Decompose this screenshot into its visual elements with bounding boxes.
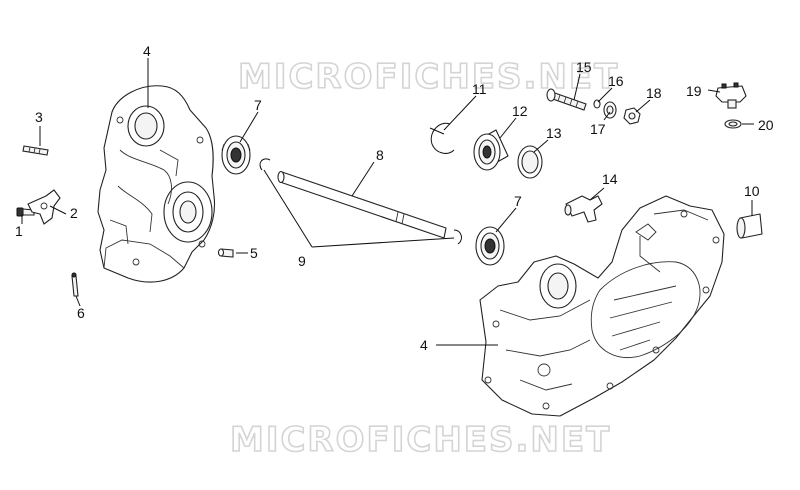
callout-18: 18 bbox=[646, 85, 662, 101]
callout-14: 14 bbox=[602, 171, 618, 187]
shaft-part-8 bbox=[277, 170, 447, 239]
bracket-part-2 bbox=[27, 189, 61, 225]
callout-17: 17 bbox=[590, 121, 606, 137]
callout-4-right: 4 bbox=[420, 337, 428, 353]
right-crankcase-half bbox=[479, 195, 725, 417]
washer-part-17 bbox=[603, 101, 617, 119]
pin-part-6 bbox=[71, 272, 79, 297]
sender-part-15 bbox=[546, 88, 587, 111]
dowel-part-5 bbox=[217, 248, 234, 258]
callout-15: 15 bbox=[576, 59, 592, 75]
callout-16: 16 bbox=[608, 73, 624, 89]
callout-9: 9 bbox=[298, 253, 306, 269]
callout-3: 3 bbox=[35, 109, 43, 125]
circlip-part-9-right bbox=[453, 229, 462, 245]
switch-part-19 bbox=[715, 82, 747, 109]
circlip-part-9-left bbox=[259, 158, 271, 171]
callout-6: 6 bbox=[77, 305, 85, 321]
callout-12: 12 bbox=[512, 103, 528, 119]
callout-4-left: 4 bbox=[143, 43, 151, 59]
watermark-bottom: MICROFICHES.NET bbox=[230, 420, 611, 460]
callout-11: 11 bbox=[472, 81, 487, 97]
callout-1: 1 bbox=[15, 223, 23, 239]
callout-19: 19 bbox=[686, 83, 702, 99]
callout-2: 2 bbox=[70, 205, 78, 221]
fitting-part-14 bbox=[564, 195, 603, 223]
callout-5: 5 bbox=[250, 245, 258, 261]
bushing-part-10 bbox=[736, 213, 763, 239]
callout-20: 20 bbox=[758, 117, 774, 133]
callout-labels: 1 2 3 4 4 5 6 7 7 8 9 10 11 12 13 14 15 … bbox=[15, 43, 774, 353]
circlip-part-11 bbox=[429, 122, 455, 154]
callout-10: 10 bbox=[744, 183, 760, 199]
callout-13: 13 bbox=[546, 125, 562, 141]
seal-part-13 bbox=[517, 145, 543, 179]
oring-part-20 bbox=[724, 119, 742, 129]
bearing-part-7-upper bbox=[221, 135, 251, 175]
callout-8: 8 bbox=[376, 147, 384, 163]
bearing-part-7-lower bbox=[475, 226, 505, 266]
bearing-part-12 bbox=[473, 129, 509, 171]
callout-7-upper: 7 bbox=[254, 97, 262, 113]
stud-part-3 bbox=[22, 145, 49, 156]
watermark-top: MICROFICHES.NET bbox=[238, 57, 619, 97]
left-crankcase-half bbox=[97, 85, 216, 283]
leader-lines bbox=[21, 58, 754, 346]
callout-7-lower: 7 bbox=[514, 193, 522, 209]
